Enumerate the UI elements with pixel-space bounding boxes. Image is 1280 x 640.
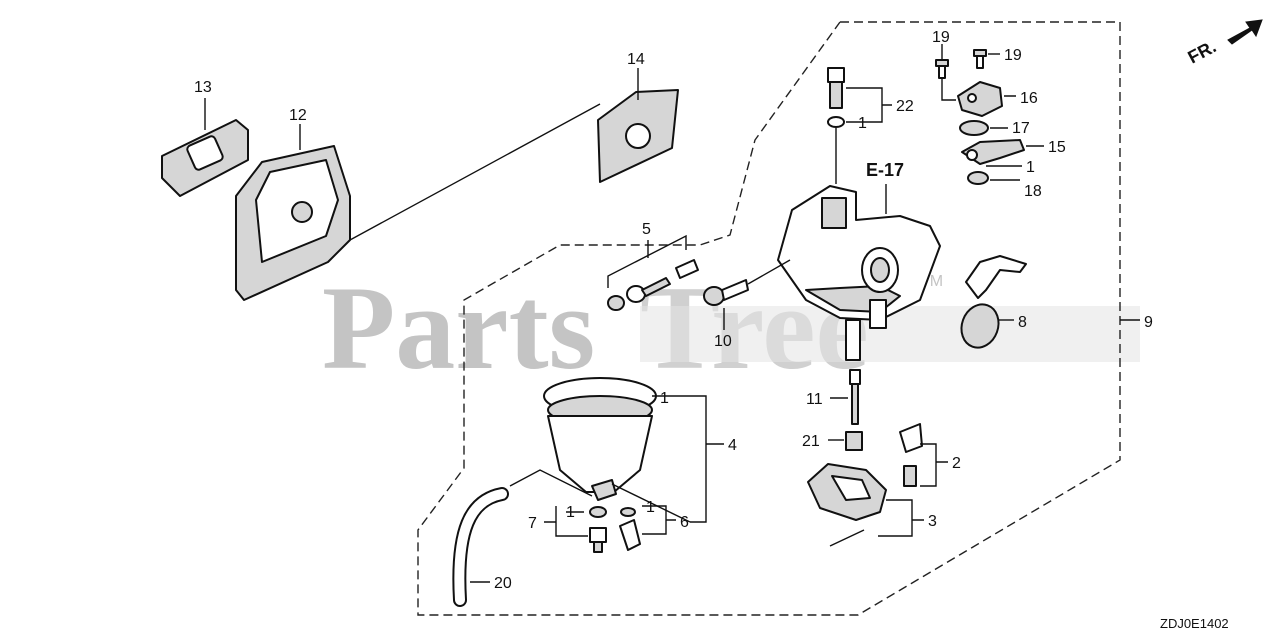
callout-12: 12 xyxy=(289,107,307,124)
callout-8: 8 xyxy=(1018,314,1027,331)
bracket-6 xyxy=(642,505,676,535)
part-12-heat-shield xyxy=(235,145,351,301)
part-8-diaphragm xyxy=(960,303,1000,349)
part-3-float xyxy=(807,463,887,547)
leader-20-link xyxy=(509,469,593,497)
callout-6: 6 xyxy=(680,514,689,531)
callout-1-bowl: 1 xyxy=(660,390,669,407)
part-17-washer xyxy=(959,120,989,136)
bracket-7 xyxy=(544,506,588,537)
callout-1-22: 1 xyxy=(858,115,867,132)
bracket-4 xyxy=(652,395,724,523)
part-18-nut xyxy=(967,171,989,185)
front-arrow-icon xyxy=(1227,19,1263,45)
callout-7: 7 xyxy=(528,515,537,532)
callout-15: 15 xyxy=(1048,139,1066,156)
link-12-14 xyxy=(349,103,601,241)
carburetor-body xyxy=(777,185,941,361)
part-4-float-bowl xyxy=(543,377,657,493)
callout-20: 20 xyxy=(494,575,512,592)
part-22-screw xyxy=(827,67,845,128)
callout-17: 17 xyxy=(1012,120,1030,137)
bowl-drain-boss xyxy=(591,479,617,501)
part-7-drain-bolt xyxy=(589,506,607,553)
callout-16: 16 xyxy=(1020,90,1038,107)
part-5-pilot-screw xyxy=(607,259,699,311)
callout-14: 14 xyxy=(627,51,645,68)
callout-22: 22 xyxy=(896,98,914,115)
leader-10-to-body xyxy=(747,259,791,285)
part-11-needle xyxy=(849,369,861,425)
part-16-plate xyxy=(957,81,1003,117)
bracket-3 xyxy=(878,499,924,537)
callout-5: 5 xyxy=(642,221,651,238)
assembly-boundary-dashed xyxy=(417,21,1121,616)
callout-3: 3 xyxy=(928,513,937,530)
leader-4-bowl-tip xyxy=(611,483,691,523)
part-6-drain-screw xyxy=(619,507,641,551)
callout-2: 2 xyxy=(952,455,961,472)
callout-19a: 19 xyxy=(932,29,950,46)
part-10-screw xyxy=(703,279,749,306)
bracket-22 xyxy=(846,87,892,123)
reference-e17: E-17 xyxy=(866,160,904,180)
bracket-2 xyxy=(920,443,948,487)
part-15-lever xyxy=(961,139,1025,165)
part-2-float-valve xyxy=(899,423,923,487)
throttle-lever-bracket xyxy=(965,255,1027,299)
callout-10: 10 xyxy=(714,333,732,350)
watermark-parts-text: Parts xyxy=(322,261,595,394)
callout-13: 13 xyxy=(194,79,212,96)
bracket-5 xyxy=(607,234,687,288)
callout-18: 18 xyxy=(1024,183,1042,200)
part-19-screw-left xyxy=(935,59,949,79)
diagram-code: ZDJ0E1402 xyxy=(1160,616,1229,631)
part-20-drain-tube-inner xyxy=(454,489,507,605)
callout-1-15: 1 xyxy=(1026,159,1035,176)
front-direction-indicator: FR. xyxy=(1184,19,1263,68)
callout-19b: 19 xyxy=(1004,47,1022,64)
part-21-jet xyxy=(845,431,863,451)
leader-16 xyxy=(941,78,1016,101)
callout-4: 4 xyxy=(728,437,737,454)
part-13-gasket xyxy=(161,119,249,197)
callout-1-7: 1 xyxy=(566,504,575,521)
callout-11: 11 xyxy=(806,391,823,408)
part-14-insulator xyxy=(597,89,679,183)
part-19-screw-right xyxy=(973,49,987,69)
callout-21: 21 xyxy=(802,433,820,450)
callout-1-6: 1 xyxy=(646,499,655,516)
callout-9: 9 xyxy=(1144,314,1153,331)
front-label: FR. xyxy=(1184,36,1219,67)
